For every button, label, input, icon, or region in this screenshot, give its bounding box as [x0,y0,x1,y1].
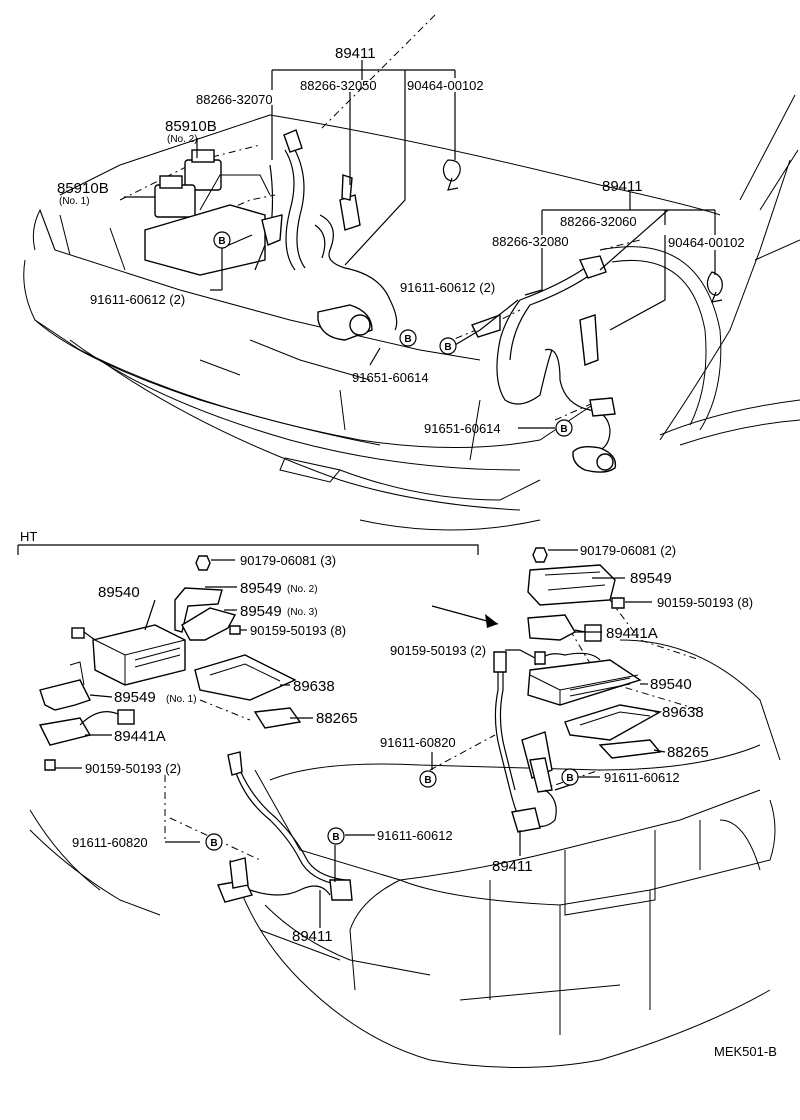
label-91611-60612-right: 91611-60612 [604,770,680,785]
top-leaders [124,60,716,429]
label-90159-50193-right-8: 90159-50193 (8) [657,595,753,610]
bolt-marker-icon: B [555,419,573,437]
label-89638-left: 89638 [293,678,335,695]
label-89549-right: 89549 [630,570,672,587]
label-88265-right: 88265 [667,744,709,761]
diagram-code: MEK501-B [714,1044,777,1059]
label-89549-no2-tag: (No. 2) [287,584,318,595]
label-90159-50193-left-8: 90159-50193 (8) [250,623,346,638]
label-88266-32080: 88266-32080 [492,234,569,249]
label-91611-60612-mid: 91611-60612 (2) [400,280,495,295]
bolt-marker-icon: B [399,329,417,347]
label-89411-top: 89411 [335,45,376,62]
label-90159-50193-left-2: 90159-50193 (2) [85,761,181,776]
label-89549-no3-tag: (No. 3) [287,607,318,618]
svg-text:B: B [332,832,339,843]
label-85910b-no2: 85910B [165,118,217,135]
label-88265-left: 88265 [316,710,358,727]
label-88266-32070: 88266-32070 [196,92,273,107]
bolt-marker-icon: B [327,827,345,845]
svg-text:B: B [444,342,451,353]
label-91651-60614-b: 91651-60614 [424,421,501,436]
label-91611-60820-left: 91611-60820 [72,835,148,850]
label-89441a-left: 89441A [114,728,166,745]
bolt-marker-icon: B [419,770,437,788]
label-89540-left: 89540 [98,584,140,601]
label-90159-50193-right-2: 90159-50193 (2) [390,643,486,658]
svg-text:B: B [560,424,567,435]
svg-text:B: B [404,334,411,345]
bolt-marker-icon: B [439,337,457,355]
label-90464-00102-top: 90464-00102 [407,78,484,93]
label-91611-60820-right: 91611-60820 [380,735,456,750]
bolt-marker-icon: B [561,768,579,786]
bolt-marker-icon: B [205,833,223,851]
label-89549-no1: 89549 [114,689,156,706]
label-91611-60612-low: 91611-60612 [377,828,453,843]
svg-text:B: B [210,838,217,849]
label-89540-right: 89540 [650,676,692,693]
svg-text:B: B [218,236,225,247]
label-85910b-no1-tag: (No. 1) [59,196,90,207]
svg-text:B: B [424,775,431,786]
bolt-marker-icon: B [213,231,231,249]
bottom-leaders [55,549,666,928]
bolt-markers: B B B B B B B B [205,231,579,851]
label-89441a-right: 89441A [606,625,658,642]
label-89549-no1-tag: (No. 1) [166,694,197,705]
label-90179-06081-right: 90179-06081 (2) [580,543,676,558]
label-91651-60614-a: 91651-60614 [352,370,429,385]
label-88266-32060: 88266-32060 [560,214,637,229]
label-85910b-no2-tag: (No. 2) [167,134,198,145]
front-components [144,129,723,473]
rear-components [38,547,663,903]
label-ht: HT [20,529,37,544]
label-89549-no3: 89549 [240,603,282,620]
label-85910b-no1: 85910B [57,180,109,197]
label-90179-06081-left: 90179-06081 (3) [240,553,336,568]
label-88266-32050: 88266-32050 [300,78,377,93]
label-91611-60612-left: 91611-60612 (2) [90,292,185,307]
front-car-body [23,14,800,531]
label-89638-right: 89638 [662,704,704,721]
label-89411-right: 89411 [602,178,643,195]
svg-text:B: B [566,773,573,784]
part-labels: 89411 88266-32050 90464-00102 88266-3207… [20,45,777,1059]
label-89411-low-left: 89411 [292,928,333,945]
rear-car-body [17,544,781,1068]
label-89411-low-right: 89411 [492,858,533,875]
label-90464-00102-right: 90464-00102 [668,235,745,250]
label-89549-no2: 89549 [240,580,282,597]
